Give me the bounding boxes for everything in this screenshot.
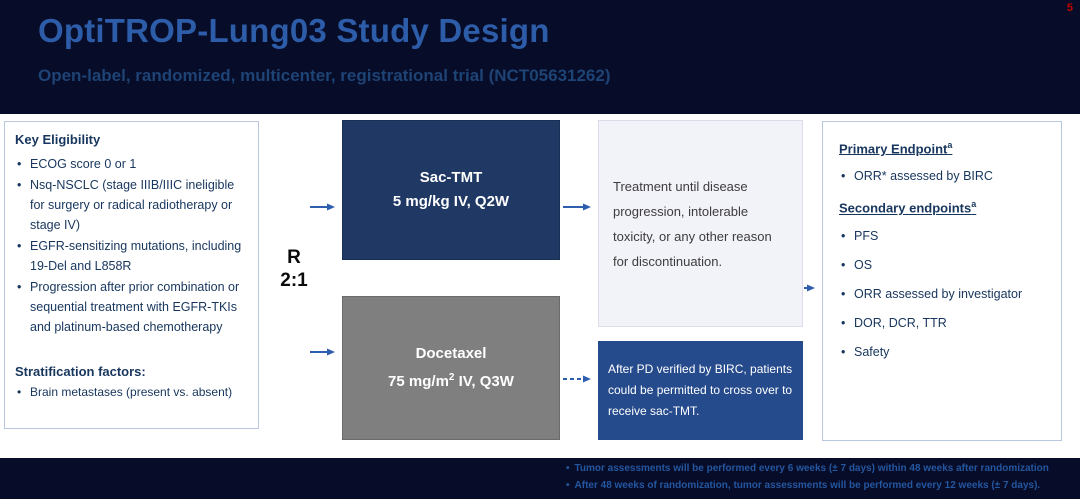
- docetaxel-name: Docetaxel: [415, 345, 487, 362]
- secondary-endpoint-item: OS: [839, 255, 1049, 275]
- secondary-endpoints-list: PFS OS ORR assessed by investigator DOR,…: [839, 226, 1049, 362]
- docetaxel-dose-superscript: 2: [448, 372, 455, 383]
- footnote-bullet: •: [566, 480, 570, 491]
- sac-tmt-dose: 5 mg/kg IV, Q2W: [392, 193, 510, 210]
- endpoints-panel: Primary Endpointa ORR* assessed by BIRC …: [822, 121, 1062, 441]
- randomization-label: R 2:1: [270, 246, 318, 292]
- randomization-ratio: 2:1: [280, 270, 308, 291]
- secondary-endpoint-item: ORR assessed by investigator: [839, 284, 1049, 304]
- crossover-note-text: After PD verified by BIRC, patients coul…: [608, 362, 793, 418]
- docetaxel-dose-rest: IV, Q3W: [454, 373, 514, 390]
- footnote-text: Tumor assessments will be performed ever…: [574, 463, 1049, 474]
- slide-title: OptiTROP-Lung03 Study Design: [38, 12, 550, 49]
- sac-tmt-arm-box: Sac-TMT 5 mg/kg IV, Q2W: [342, 120, 560, 260]
- docetaxel-dose: 75 mg/m2 IV, Q3W: [388, 366, 514, 394]
- footnotes: • Tumor assessments will be performed eve…: [566, 460, 1049, 494]
- eligibility-heading: Key Eligibility: [15, 132, 101, 147]
- footnote-bullet: •: [566, 463, 570, 474]
- eligibility-list: ECOG score 0 or 1 Nsq-NSCLC (stage IIIB/…: [15, 154, 250, 337]
- secondary-endpoints-footnote-marker: a: [971, 199, 977, 210]
- docetaxel-arm-box: Docetaxel 75 mg/m2 IV, Q3W: [342, 296, 560, 440]
- primary-endpoint-heading-text: Primary Endpoint: [839, 141, 948, 157]
- randomization-r: R: [287, 247, 301, 268]
- secondary-endpoints-heading-text: Secondary endpoints: [839, 200, 972, 216]
- eligibility-panel: Key Eligibility ECOG score 0 or 1 Nsq-NS…: [4, 121, 259, 429]
- footnote-text: After 48 weeks of randomization, tumor a…: [574, 480, 1041, 491]
- secondary-endpoints-heading: Secondary endpointsa: [839, 199, 1049, 215]
- primary-endpoint-footnote-marker: a: [947, 140, 953, 150]
- footnote-line: • Tumor assessments will be performed eve…: [566, 460, 1049, 477]
- crossover-note-box: After PD verified by BIRC, patients coul…: [598, 341, 803, 440]
- eligibility-item: Progression after prior combination or s…: [15, 277, 250, 337]
- eligibility-item: Nsq-NSCLC (stage IIIB/IIIC ineligible fo…: [15, 175, 250, 235]
- page-number: 5: [1066, 2, 1073, 14]
- eligibility-item: ECOG score 0 or 1: [15, 154, 250, 174]
- slide-subtitle: Open-label, randomized, multicenter, reg…: [38, 66, 611, 85]
- secondary-endpoint-item: DOR, DCR, TTR: [839, 313, 1049, 333]
- primary-endpoints-list: ORR* assessed by BIRC: [839, 166, 1049, 186]
- stratification-heading: Stratification factors:: [15, 364, 146, 379]
- footnote-line: • After 48 weeks of randomization, tumor …: [566, 477, 1049, 494]
- docetaxel-dose-main: 75 mg/m: [388, 373, 449, 390]
- secondary-endpoint-item: Safety: [839, 342, 1049, 362]
- primary-endpoint-item: ORR* assessed by BIRC: [839, 166, 1049, 186]
- sac-tmt-name: Sac-TMT: [419, 169, 483, 186]
- stratification-item: Brain metastases (present vs. absent): [15, 382, 250, 402]
- secondary-endpoint-item: PFS: [839, 226, 1049, 246]
- primary-endpoint-heading: Primary Endpointa: [839, 140, 1049, 156]
- eligibility-item: EGFR-sensitizing mutations, including 19…: [15, 236, 250, 276]
- treatment-note-box: Treatment until disease progression, int…: [598, 120, 803, 327]
- stratification-list: Brain metastases (present vs. absent): [15, 382, 250, 402]
- treatment-note-text: Treatment until disease progression, int…: [613, 178, 772, 269]
